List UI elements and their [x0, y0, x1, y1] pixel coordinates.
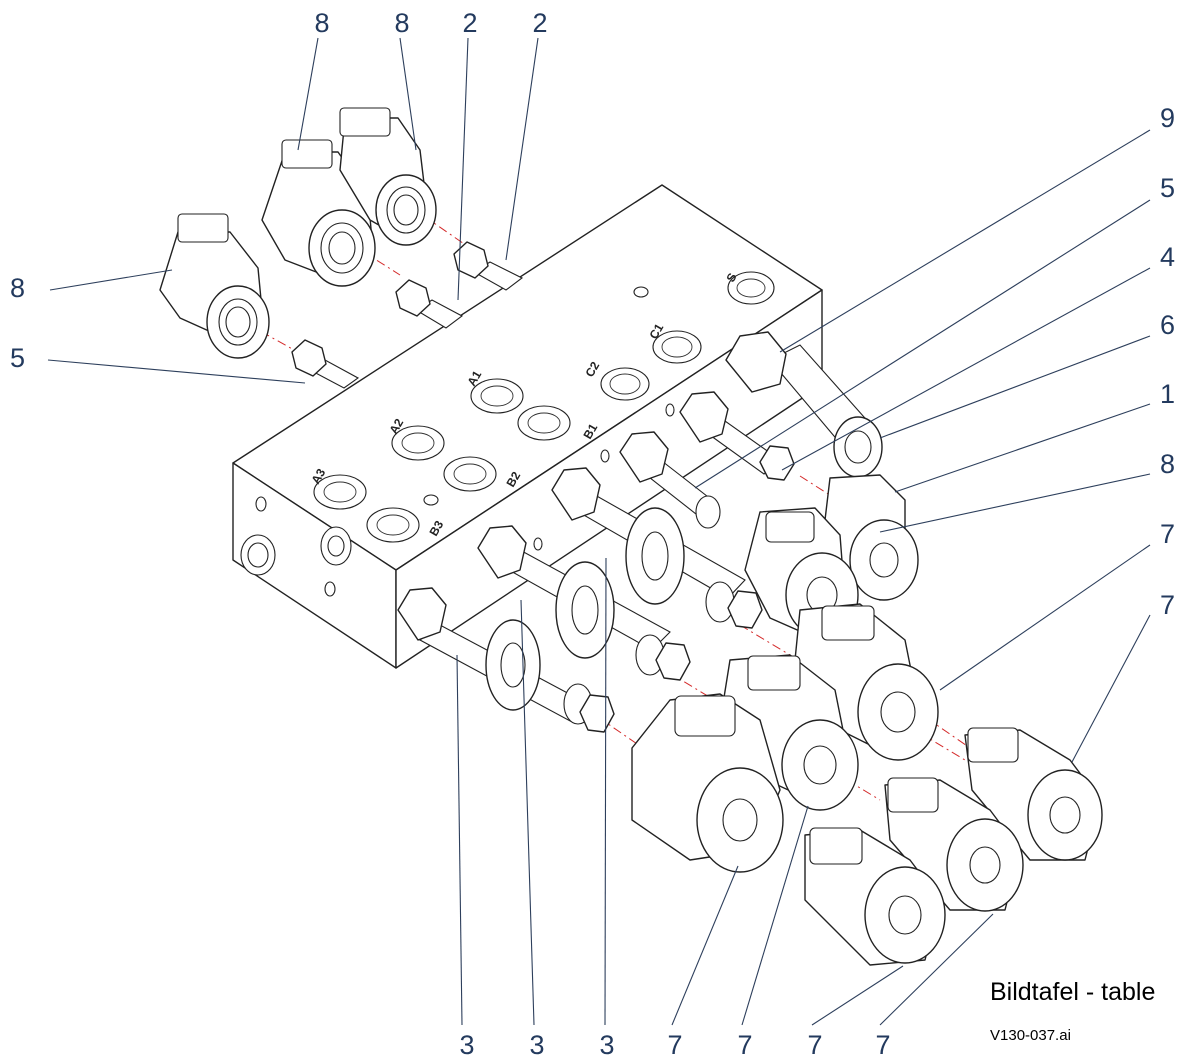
- port-label-c1: C1: [646, 321, 666, 342]
- callout-right-5: 5: [1160, 173, 1175, 203]
- drawing-title: Bildtafel - table: [990, 978, 1155, 1006]
- coil-back-pair: [261, 107, 437, 287]
- callout-right-9: 9: [1160, 103, 1175, 133]
- callout-numbers: 8 8 2 2 8 5 9 5 4 6 1 8 7 7 3 3 3 7 7 7 …: [10, 8, 1175, 1060]
- callout-left-5: 5: [10, 343, 25, 373]
- callout-right-4: 4: [1160, 242, 1175, 272]
- callout-bottom-7b: 7: [737, 1030, 752, 1060]
- callout-right-1: 1: [1160, 379, 1175, 409]
- leader-lines: [47, 37, 1151, 1026]
- callout-top-8a: 8: [314, 8, 329, 38]
- coil-front-large: [631, 693, 784, 873]
- callout-right-6: 6: [1160, 310, 1175, 340]
- callout-bottom-3c: 3: [599, 1030, 614, 1060]
- port-label-c2: C2: [582, 359, 602, 380]
- port-label-a3: A3: [308, 466, 328, 487]
- coil-bottom-right-mid: [884, 777, 1024, 912]
- port-label-a2: A2: [386, 416, 406, 437]
- coil-front-top-pair: [744, 474, 919, 641]
- drawing-file-name: V130-037.ai: [990, 1027, 1071, 1044]
- coil-far-right: [964, 727, 1103, 861]
- callout-right-7a: 7: [1160, 519, 1175, 549]
- port-label-b3: B3: [426, 518, 446, 539]
- port-label-b1: B1: [580, 421, 600, 442]
- coil-back-left: [159, 213, 270, 359]
- callout-bottom-3b: 3: [529, 1030, 544, 1060]
- callout-top-2a: 2: [462, 8, 477, 38]
- callout-right-8: 8: [1160, 449, 1175, 479]
- callout-top-2b: 2: [532, 8, 547, 38]
- coil-bottom-right-front: [804, 827, 946, 966]
- back-valve-stems: [291, 241, 524, 389]
- back-coils: [159, 107, 437, 359]
- port-label-b2: B2: [503, 469, 523, 490]
- front-coils: [631, 474, 1103, 966]
- front-valve-stems: [397, 331, 883, 733]
- callout-bottom-7a: 7: [667, 1030, 682, 1060]
- title-block: Bildtafel - table V130-037.ai: [990, 978, 1155, 1044]
- callout-left-8: 8: [10, 273, 25, 303]
- callout-right-7b: 7: [1160, 590, 1175, 620]
- callout-bottom-3a: 3: [459, 1030, 474, 1060]
- callout-bottom-7c: 7: [807, 1030, 822, 1060]
- callout-top-8b: 8: [394, 8, 409, 38]
- callout-bottom-7d: 7: [875, 1030, 890, 1060]
- port-label-a1: A1: [464, 368, 484, 389]
